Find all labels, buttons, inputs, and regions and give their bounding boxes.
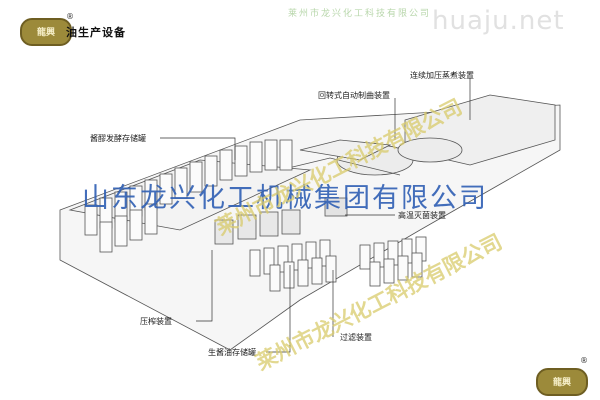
page-title: 油生产设备 bbox=[66, 26, 126, 39]
label-sterilize: 高温灭菌装置 bbox=[398, 211, 446, 220]
conveyor bbox=[279, 157, 401, 176]
storage-tanks bbox=[249, 239, 337, 292]
label-steam: 连续加压蒸煮装置 bbox=[410, 71, 474, 80]
leader-storage bbox=[266, 265, 291, 353]
label-koji: 回转式自动制曲装置 bbox=[318, 91, 390, 100]
label-filter: 过滤装置 bbox=[340, 333, 372, 342]
leader-ferment bbox=[160, 137, 236, 160]
press-units bbox=[214, 209, 301, 245]
label-press: 压榨装置 bbox=[140, 317, 172, 326]
registered-mark-bottom: ® bbox=[580, 356, 588, 365]
filter-tanks bbox=[359, 236, 427, 287]
watermark-top: 莱州市龙兴化工科技有限公司 bbox=[288, 9, 432, 19]
watermark-url: huaju.net bbox=[432, 6, 565, 36]
label-storage: 生酱油存储罐 bbox=[208, 348, 256, 357]
watermark-center: 山东龙兴化工机械集团有限公司 bbox=[82, 183, 488, 214]
registered-mark-top: ® bbox=[66, 12, 74, 21]
brand-logo-bottom: 龍興 bbox=[536, 368, 588, 396]
label-ferment: 酱醪发酵存储罐 bbox=[90, 134, 146, 143]
koji-drum-2 bbox=[397, 137, 463, 163]
fermentation-tanks bbox=[84, 139, 293, 253]
sterilizer-unit bbox=[324, 197, 348, 217]
brand-logo-top: 龍興 bbox=[20, 18, 72, 46]
leader-press bbox=[196, 250, 213, 322]
